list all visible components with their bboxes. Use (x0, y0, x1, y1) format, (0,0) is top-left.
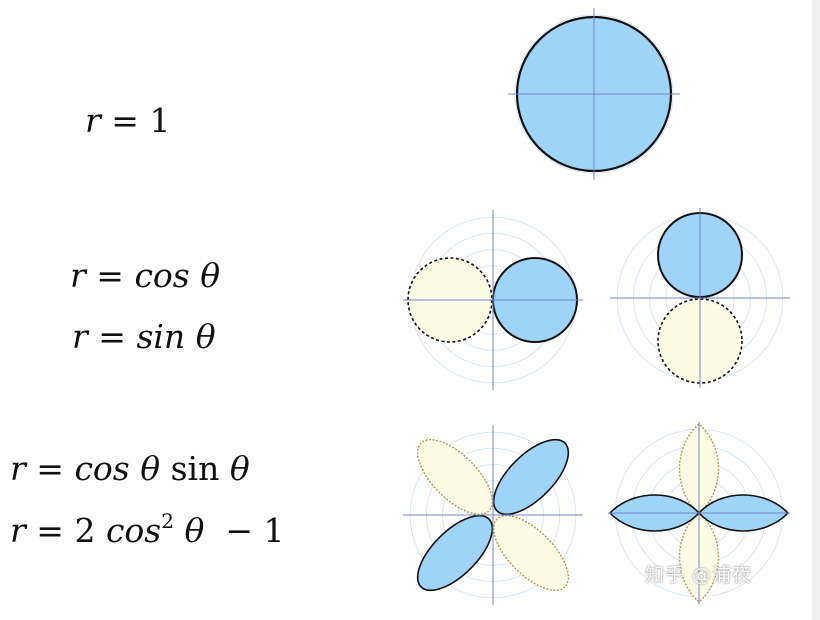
equation-r-sin-theta: r = sin θ (72, 317, 216, 356)
polar-axes (608, 422, 790, 604)
petal-lower-left (416, 514, 494, 592)
equation-r-cos-theta: r = cos θ (70, 256, 221, 295)
polar-axes (610, 208, 790, 388)
zhihu-watermark: 知乎 @浦夜 (645, 564, 753, 586)
plot-shapes (416, 438, 570, 592)
right-scroll-strip (812, 0, 820, 620)
polar-axes (508, 8, 680, 180)
positive-petals (416, 438, 570, 592)
polar-plot-r-cos-sin-theta (403, 425, 583, 605)
negative-petals (416, 438, 570, 592)
petal-upper-left (416, 438, 494, 516)
polar-axes (403, 210, 583, 390)
equation-r-cos-sin-theta: r = cos θ sin θ (10, 449, 250, 488)
polar-plot-r-2cos2-theta-minus-1 (608, 422, 790, 604)
polar-plot-r-equals-1 (508, 8, 680, 180)
petal-lower-right (492, 514, 570, 592)
polar-axes (403, 425, 583, 605)
polar-plot-r-sin-theta (610, 208, 790, 388)
equation-r-equals-1: r = 1 (85, 101, 171, 140)
equation-r-2cos2-theta-minus-1: r = 2 cos2 θ − 1 (10, 509, 285, 550)
polar-plot-r-cos-theta (403, 210, 583, 390)
petal-upper-right (492, 438, 570, 516)
